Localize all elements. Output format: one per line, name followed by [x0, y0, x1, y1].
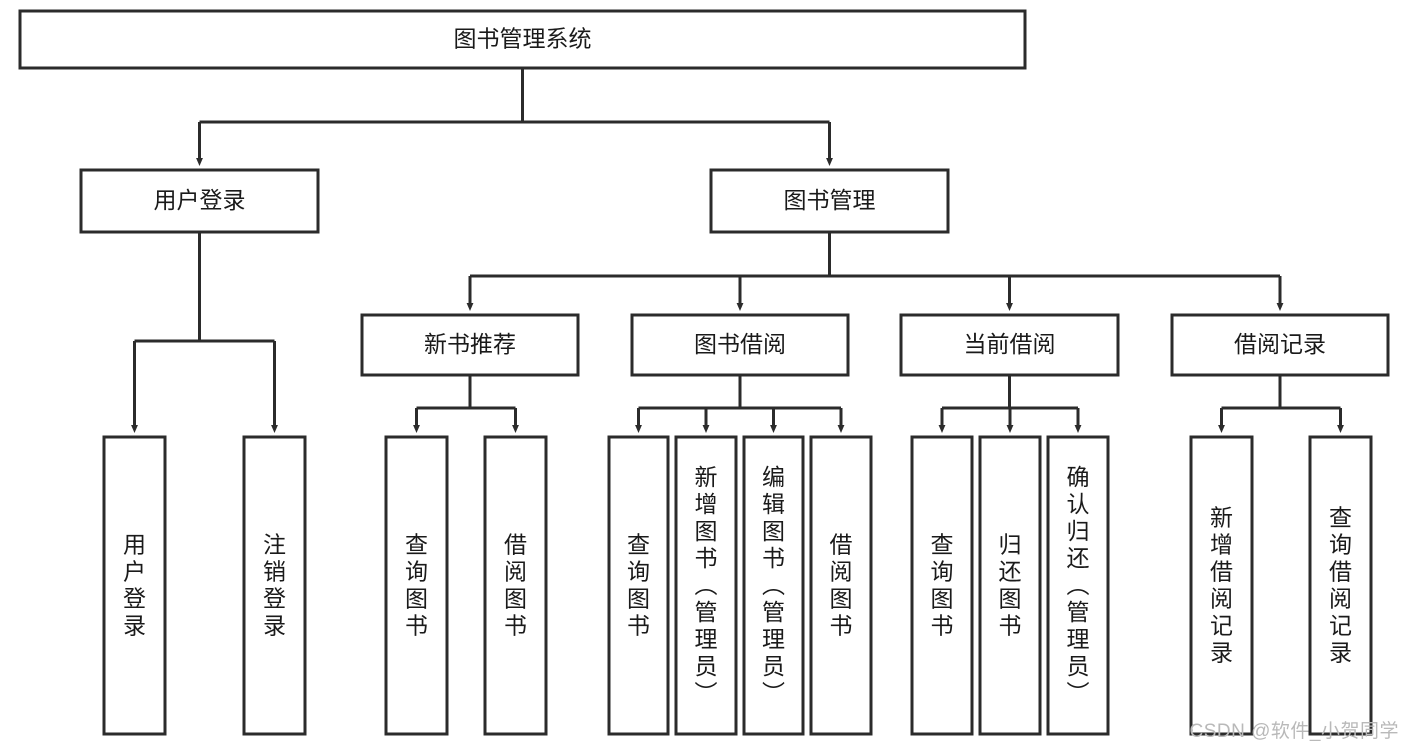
- node-box: [809, 435, 873, 736]
- node-leaf-query-book-1[interactable]: 查询图书: [384, 435, 449, 736]
- node-user-login[interactable]: 用户登录: [79, 168, 320, 234]
- node-leaf-query-record[interactable]: 查询借阅记录: [1308, 435, 1373, 736]
- node-new-book-rec[interactable]: 新书推荐: [360, 313, 580, 377]
- node-label: 借阅图书: [830, 532, 853, 639]
- node-current-borrow[interactable]: 当前借阅: [899, 313, 1120, 377]
- node-box: [910, 435, 974, 736]
- node-leaf-query-book-2[interactable]: 查询图书: [607, 435, 670, 736]
- node-leaf-confirm-return[interactable]: 确认归还︵管理员︶: [1046, 435, 1110, 736]
- node-leaf-add-book[interactable]: 新增图书︵管理员︶: [674, 435, 738, 736]
- node-label: 查询图书: [405, 532, 428, 639]
- node-box: [978, 435, 1042, 736]
- node-leaf-add-record[interactable]: 新增借阅记录: [1189, 435, 1254, 736]
- node-box: [742, 435, 805, 736]
- node-label: 新增借阅记录: [1210, 505, 1233, 666]
- node-root[interactable]: 图书管理系统: [18, 9, 1027, 70]
- node-box: [709, 168, 950, 234]
- node-box: [674, 435, 738, 736]
- node-leaf-edit-book[interactable]: 编辑图书︵管理员︶: [742, 435, 805, 736]
- node-book-borrow[interactable]: 图书借阅: [630, 313, 850, 377]
- node-leaf-query-book-3[interactable]: 查询图书: [910, 435, 974, 736]
- node-box: [79, 168, 320, 234]
- node-layer: 图书管理系统用户登录图书管理新书推荐图书借阅当前借阅借阅记录用户登录注销登录查询…: [18, 9, 1390, 736]
- node-box: [899, 313, 1120, 377]
- node-label: 新书推荐: [424, 331, 516, 357]
- node-label: 确认归还︵管理员︶: [1067, 464, 1090, 706]
- node-label: 查询借阅记录: [1329, 505, 1352, 666]
- node-box: [242, 435, 307, 736]
- node-box: [384, 435, 449, 736]
- node-box: [1170, 313, 1390, 377]
- node-label: 图书管理: [784, 187, 876, 213]
- node-label: 编辑图书︵管理员︶: [762, 464, 785, 706]
- node-label: 用户登录: [123, 532, 146, 639]
- node-label: 用户登录: [154, 187, 246, 213]
- node-label: 借阅图书: [504, 532, 527, 639]
- node-label: 查询图书: [627, 532, 650, 639]
- node-label: 新增图书︵管理员︶: [695, 464, 718, 706]
- node-box: [630, 313, 850, 377]
- node-label: 图书管理系统: [454, 26, 592, 52]
- node-box: [1308, 435, 1373, 736]
- node-box: [18, 9, 1027, 70]
- node-label: 当前借阅: [964, 331, 1056, 357]
- node-box: [1046, 435, 1110, 736]
- node-leaf-return-book[interactable]: 归还图书: [978, 435, 1042, 736]
- node-box: [1189, 435, 1254, 736]
- node-leaf-borrow-book-1[interactable]: 借阅图书: [483, 435, 548, 736]
- node-box: [483, 435, 548, 736]
- node-borrow-record[interactable]: 借阅记录: [1170, 313, 1390, 377]
- node-label: 图书借阅: [694, 331, 786, 357]
- node-box: [102, 435, 167, 736]
- node-leaf-logout[interactable]: 注销登录: [242, 435, 307, 736]
- node-label: 注销登录: [263, 532, 286, 639]
- node-box: [607, 435, 670, 736]
- node-label: 借阅记录: [1234, 331, 1326, 357]
- node-label: 查询图书: [931, 532, 954, 639]
- node-leaf-borrow-book-2[interactable]: 借阅图书: [809, 435, 873, 736]
- edge-layer: [135, 68, 1341, 426]
- node-leaf-user-login[interactable]: 用户登录: [102, 435, 167, 736]
- node-label: 归还图书: [999, 532, 1022, 639]
- node-book-manage[interactable]: 图书管理: [709, 168, 950, 234]
- node-box: [360, 313, 580, 377]
